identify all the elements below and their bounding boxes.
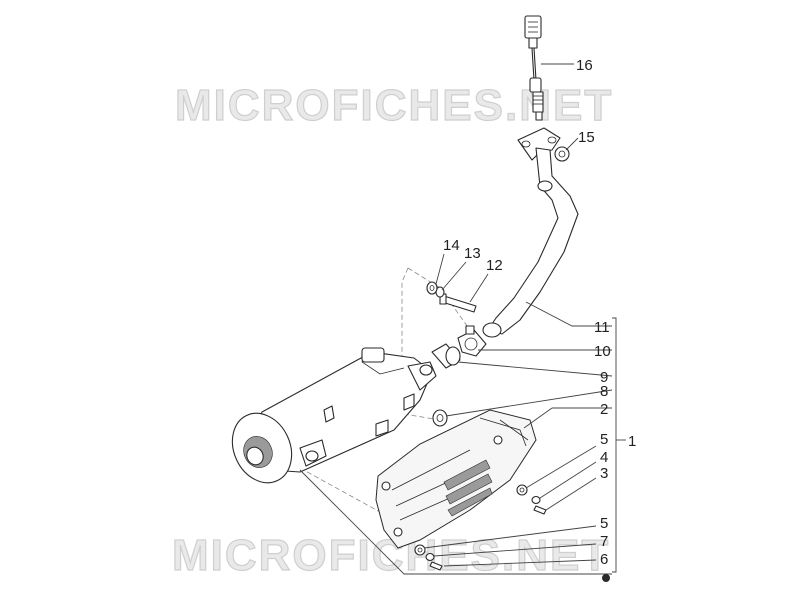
callout-6: 6: [600, 551, 608, 568]
spacer-lower: [425, 552, 435, 562]
heat-shield: [375, 409, 537, 549]
oxygen-sensor: [524, 15, 544, 121]
callout-4: 4: [600, 449, 608, 466]
callout-8: 8: [600, 383, 608, 400]
watermark-top: MICROFICHES.NET: [175, 81, 613, 130]
watermark-bottom: MICROFICHES.NET: [172, 531, 610, 580]
washer-lower: [414, 544, 426, 556]
assembly-bracket: [612, 317, 626, 573]
callout-2: 2: [600, 401, 608, 418]
callout-3: 3: [600, 465, 608, 482]
muffler-body: [231, 347, 437, 484]
gasket-sleeve: [431, 343, 461, 369]
callout-1: 1: [628, 433, 636, 450]
bullet-marker: [602, 574, 610, 582]
callout-9: 9: [600, 369, 608, 386]
callout-labels: 16 15 14 13 12 11 10 9 8 2 1 5 4 3 5 7 6: [443, 57, 636, 582]
pipe-clamp: [457, 325, 487, 357]
callout-11: 11: [594, 319, 610, 336]
spacer-upper: [531, 495, 541, 505]
washer-upper: [516, 484, 528, 496]
callout-15: 15: [578, 129, 595, 146]
callout-7: 7: [600, 533, 608, 550]
screw-lower: [429, 561, 443, 571]
callout-14: 14: [443, 237, 460, 254]
callout-10: 10: [594, 343, 611, 360]
screw-upper: [533, 505, 547, 515]
callout-12: 12: [486, 257, 503, 274]
rubber-mount: [432, 409, 448, 427]
callout-16: 16: [576, 57, 593, 74]
mounting-bolt: [439, 293, 477, 313]
flange-nut: [554, 146, 570, 162]
callout-5-upper: 5: [600, 431, 608, 448]
flat-washer: [426, 281, 438, 295]
leader-lines: [299, 63, 613, 575]
callout-5-lower: 5: [600, 515, 608, 532]
callout-13: 13: [464, 245, 481, 262]
exhaust-manifold-pipe: [482, 127, 579, 338]
